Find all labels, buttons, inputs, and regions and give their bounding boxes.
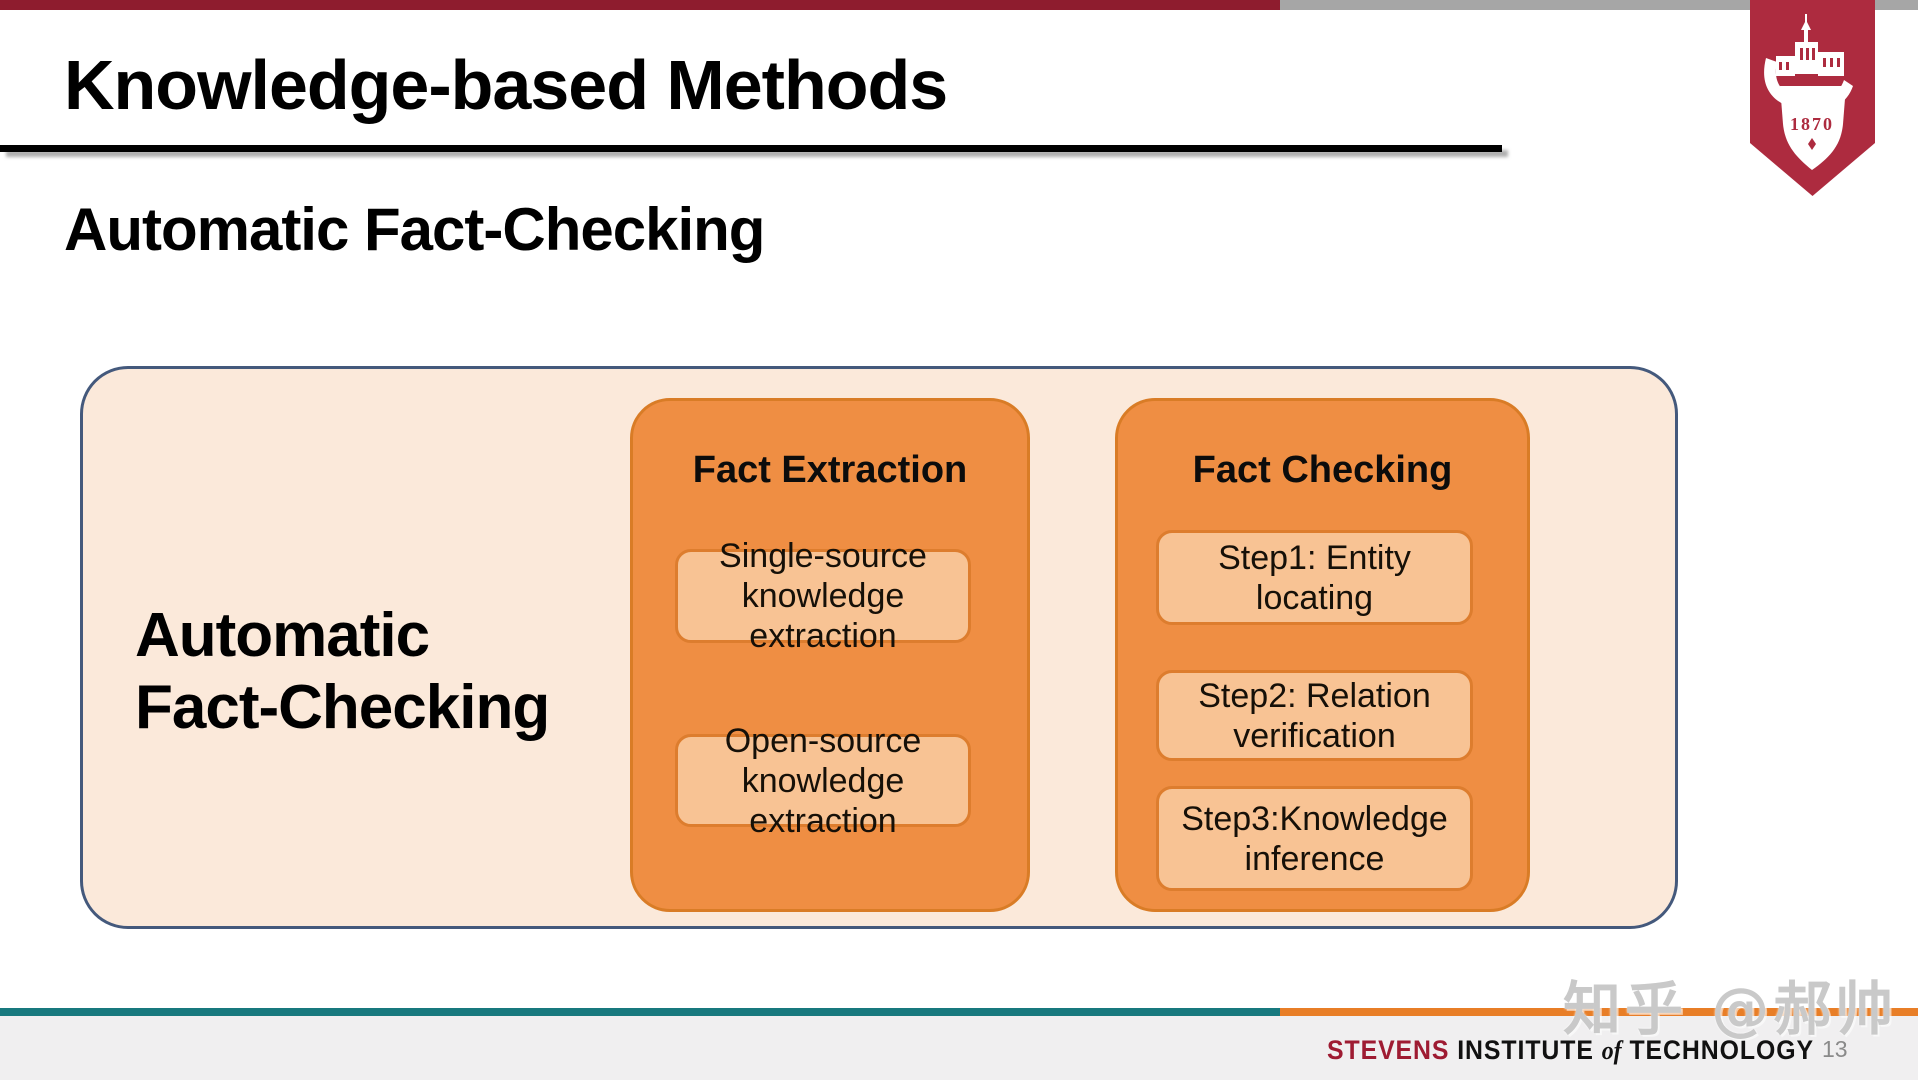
wordmark-institute: INSTITUTE [1457,1035,1594,1065]
footer-rule-orange [1280,1008,1918,1016]
single-source-extraction-box: Single-source knowledge extraction [675,537,971,655]
wordmark-of: of [1601,1036,1622,1065]
top-bar-maroon [0,0,1280,10]
wordmark-technology: TECHNOLOGY [1629,1035,1814,1065]
page-title: Knowledge-based Methods [64,46,948,124]
footer-band [0,1016,1918,1080]
fact-extraction-group: Fact Extraction Single-source knowledge … [630,398,1030,912]
footer-rule-teal [0,1008,1280,1016]
fact-extraction-heading: Fact Extraction [692,449,968,491]
step2-relation-verification-box: Step2: Relation verification [1156,670,1473,761]
top-bar-gray [1280,0,1918,10]
stevens-wordmark: STEVENS INSTITUTE of TECHNOLOGY [1327,1035,1814,1066]
shield-pennant-icon: 1870 [1750,0,1875,196]
fact-checking-heading: Fact Checking [1192,449,1453,491]
wordmark-stevens: STEVENS [1327,1035,1450,1065]
step3-knowledge-inference-box: Step3:Knowledge inference [1156,786,1473,891]
title-underline-rule [0,145,1502,152]
fact-checking-group: Fact Checking Step1: Entity locating Ste… [1115,398,1530,912]
open-source-extraction-box: Open-source knowledge extraction [675,722,971,840]
page-number: 13 [1822,1036,1848,1062]
step1-entity-locating-box: Step1: Entity locating [1156,530,1473,625]
zhihu-watermark: 知乎 @郝帅 [1563,975,1898,1043]
stevens-shield-logo: 1870 [1750,0,1875,196]
logo-year: 1870 [1790,114,1834,134]
diagram-main-label: Automatic Fact-Checking [135,601,550,742]
page-subtitle: Automatic Fact-Checking [64,196,765,263]
